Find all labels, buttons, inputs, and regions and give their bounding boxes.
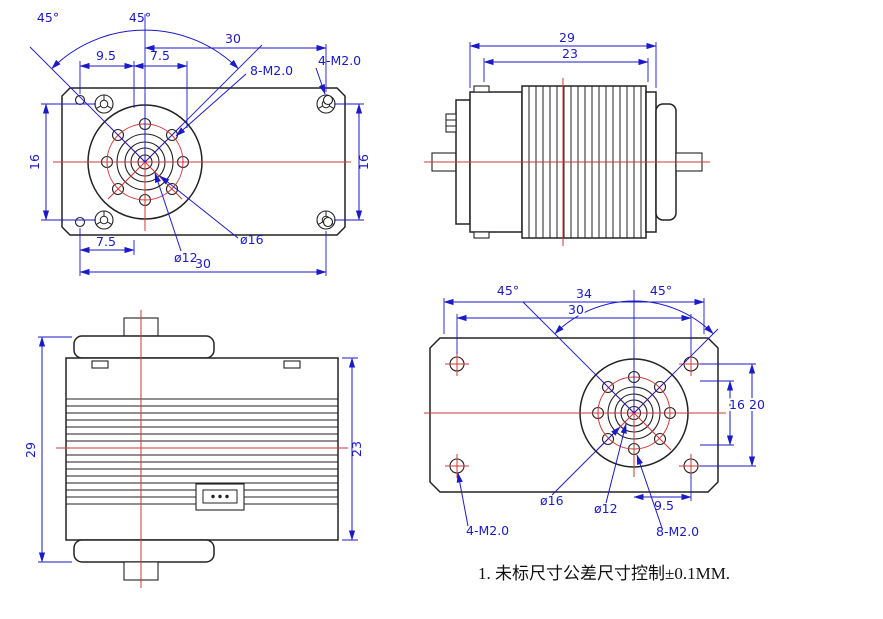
top-dim-23: 23 <box>349 441 364 457</box>
front-dim-7-5-top: 7.5 <box>150 48 170 63</box>
back-view-labels: 45° 45° 34 30 16 20 9.5 ø16 ø12 4-M2.0 8… <box>466 283 767 539</box>
bottom-horn <box>73 539 215 563</box>
top-view-dimensions: 29 23 <box>23 336 364 563</box>
front-dia-16-label: ø16 <box>240 232 264 247</box>
side-view-centerlines <box>424 78 710 246</box>
front-callout-8-m2: 8-M2.0 <box>250 63 293 78</box>
top-view-geometry <box>65 317 339 581</box>
back-dia-16-label: ø16 <box>540 493 564 508</box>
tolerance-note: 1. 未标尺寸公差尺寸控制±0.1MM. <box>478 564 730 583</box>
front-dia-12-label: ø12 <box>174 250 198 265</box>
front-angle-left-label: 45° <box>37 10 59 25</box>
top-view-centerlines <box>56 310 348 588</box>
connector <box>195 483 245 511</box>
back-view: 45° 45° 34 30 16 20 9.5 ø16 ø12 4-M2.0 8… <box>424 283 767 539</box>
front-dim-30-top: 30 <box>225 31 241 46</box>
back-dim-20: 20 <box>749 397 765 412</box>
front-view-dimensions <box>29 14 364 276</box>
front-dim-30-bottom: 30 <box>195 256 211 271</box>
front-angle-right-label: 45° <box>129 10 151 25</box>
motor-body <box>65 357 339 541</box>
top-dim-29: 29 <box>23 442 38 458</box>
back-callout-8-m2: 8-M2.0 <box>656 524 699 539</box>
back-dim-9-5: 9.5 <box>654 498 674 513</box>
front-dim-7-5-bottom: 7.5 <box>96 234 116 249</box>
back-view-geometry <box>429 337 719 493</box>
back-dim-30: 30 <box>568 302 584 317</box>
front-view: 45° 45° 30 9.5 7.5 8-M2.0 4-M2.0 16 16 7… <box>27 10 371 276</box>
back-callout-4-m2: 4-M2.0 <box>466 523 509 538</box>
back-view-dimensions <box>443 290 756 529</box>
front-dim-16-left: 16 <box>27 154 42 170</box>
front-callout-4-m2: 4-M2.0 <box>318 53 361 68</box>
back-dim-34: 34 <box>576 286 592 301</box>
side-view: 29 23 <box>424 30 710 246</box>
front-dim-16-right: 16 <box>356 154 371 170</box>
top-horn <box>73 335 215 359</box>
top-view: 29 23 <box>23 310 364 588</box>
back-angle-right-label: 45° <box>650 283 672 298</box>
front-dim-9-5: 9.5 <box>96 48 116 63</box>
front-view-labels: 45° 45° 30 9.5 7.5 8-M2.0 4-M2.0 16 16 7… <box>27 10 371 271</box>
back-angle-left-label: 45° <box>497 283 519 298</box>
side-dim-29: 29 <box>559 30 575 45</box>
back-dim-16: 16 <box>729 397 745 412</box>
back-dia-12-label: ø12 <box>594 501 618 516</box>
side-view-dimensions: 29 23 <box>469 30 657 88</box>
side-dim-23: 23 <box>562 46 578 61</box>
